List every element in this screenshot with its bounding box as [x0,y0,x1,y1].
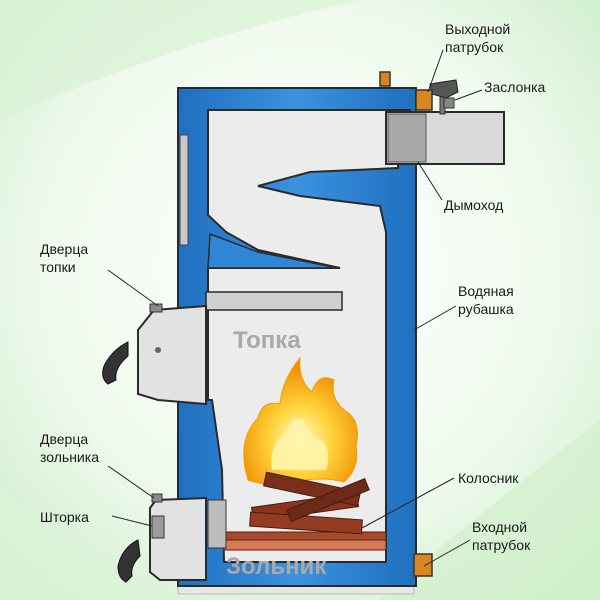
firebox-door [137,304,207,406]
outlet-pipe-tip [379,71,391,87]
front-bracket [179,134,189,246]
ash-door-hinge [151,493,163,503]
firewood [249,471,370,535]
leader-firebox-door [107,269,159,307]
outlet-pipe-label: Выходной патрубок [445,21,514,55]
ash-door-handle [117,539,141,583]
chimney-label: Дымоход [444,197,503,213]
leader-damper [454,89,483,101]
leader-chimney [417,161,443,201]
chimney-pipe-inner [387,113,427,163]
ash-pit-door [149,496,207,581]
shutter [151,515,165,539]
ash-door-label: Дверца зольника [40,431,99,465]
outlet-pipe-label-line2: патрубок [445,39,504,55]
inlet-pipe-label: Входной патрубок [472,519,531,553]
background-swirl [380,420,600,600]
leader-grate [361,477,455,529]
leader-ash-door [107,465,155,499]
firebox-door-label: Дверца топки [40,241,92,275]
baffle [207,232,339,269]
leader-shutter [111,515,153,527]
ash-pit-label: Зольник [226,553,327,580]
water-jacket-label: Водяная рубашка [458,283,518,317]
firebox-label: Топка [233,327,301,354]
firebox-door-label-line2: топки [40,259,76,275]
ash-tray [223,539,387,551]
inlet-pipe-label-line2: патрубок [472,537,531,553]
outlet-pipe-label-line1: Выходной [445,21,510,37]
door-bolt [155,347,161,353]
water-jacket-label-line1: Водяная [458,283,514,299]
grate-label: Колосник [458,470,519,486]
flame-core [271,418,329,470]
water-jacket-label-line2: рубашка [458,301,514,317]
inlet-pipe-label-line1: Входной [472,519,527,535]
background-swirl [0,0,360,120]
ash-door-label-line2: зольника [40,449,99,465]
inlet-pipe [413,553,433,577]
ash-pit-box [207,499,227,549]
firebox-door-hinge [149,303,163,313]
damper-bolt [443,97,455,109]
damper-label: Заслонка [484,79,546,95]
leader-water-jacket [413,305,457,331]
ash-door-label-line1: Дверца [40,431,88,447]
leader-outlet-pipe [427,49,444,93]
firebox-ledge [205,291,343,311]
firebox-door-label-line1: Дверца [40,241,88,257]
log [249,511,363,535]
firebox-door-handle [102,341,129,385]
shutter-label: Шторка [40,509,89,525]
leader-inlet-pipe [423,539,471,567]
outlet-pipe [415,89,433,111]
log [286,478,370,522]
background-swirl [0,480,180,600]
